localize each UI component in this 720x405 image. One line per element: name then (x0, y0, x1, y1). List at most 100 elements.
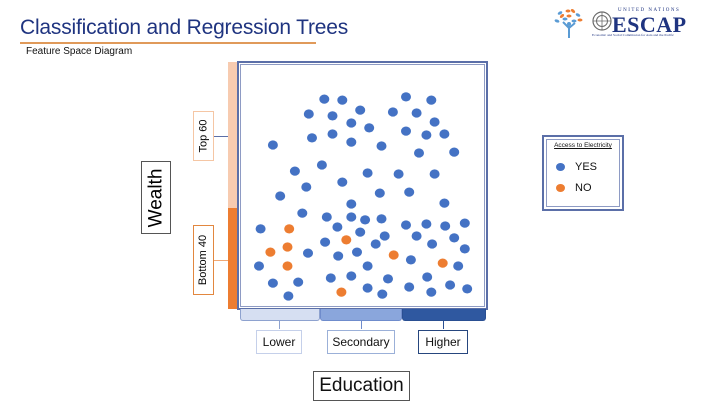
data-point-yes (449, 233, 460, 243)
data-point-yes (427, 239, 438, 249)
data-point-yes (401, 92, 411, 102)
bottom40-connector (214, 260, 228, 261)
data-point-yes (429, 169, 440, 179)
data-point-yes (426, 95, 437, 105)
data-point-yes (374, 188, 385, 198)
secondary-connector (361, 321, 362, 329)
data-point-yes (332, 222, 343, 232)
data-point-yes (440, 221, 451, 231)
data-point-yes (379, 231, 390, 241)
data-point-no (284, 224, 295, 234)
data-point-yes (449, 147, 460, 157)
no-dot-icon (556, 184, 565, 192)
data-point-yes (426, 287, 437, 297)
data-point-yes (346, 118, 357, 128)
data-point-yes (297, 208, 308, 218)
data-point-no (336, 287, 347, 297)
scatter-plot (254, 92, 473, 301)
education-axis-title: Education (313, 371, 410, 401)
un-emblem-icon (592, 11, 612, 31)
data-point-no (341, 235, 352, 245)
data-point-yes (362, 168, 373, 178)
data-point-yes (362, 261, 373, 271)
higher-connector (443, 321, 444, 329)
data-point-yes (404, 187, 415, 197)
data-point-yes (376, 214, 387, 224)
legend-item-yes: YES (556, 161, 597, 173)
data-point-no (437, 258, 448, 268)
data-point-yes (267, 278, 278, 288)
data-point-yes (387, 107, 398, 117)
lower-bar (240, 309, 320, 321)
data-point-yes (267, 140, 278, 150)
data-point-yes (459, 218, 470, 228)
data-point-no (282, 261, 293, 271)
higher-label: Higher (418, 330, 468, 354)
secondary-label: Secondary (327, 330, 395, 354)
data-point-yes (346, 271, 357, 281)
data-point-yes (346, 137, 357, 147)
data-point-yes (316, 160, 327, 170)
feature-space-frame (237, 61, 488, 310)
top60-label: Top 60 (193, 111, 214, 161)
data-point-yes (254, 261, 264, 271)
data-point-yes (352, 247, 362, 257)
data-point-yes (376, 141, 387, 151)
data-point-yes (439, 129, 450, 139)
data-point-yes (301, 182, 312, 192)
data-point-yes (327, 111, 338, 121)
lower-label: Lower (256, 330, 302, 354)
top60-bar (228, 62, 237, 208)
data-point-yes (411, 108, 422, 118)
legend-title: Access to Electricity (554, 142, 612, 149)
data-point-yes (255, 224, 266, 234)
data-point-yes (404, 282, 415, 292)
page-title: Classification and Regression Trees (20, 16, 348, 39)
data-point-yes (337, 177, 348, 187)
top60-connector (214, 136, 228, 137)
data-point-yes (445, 280, 456, 290)
yes-dot-icon (556, 163, 565, 171)
data-point-yes (393, 169, 404, 179)
data-point-yes (401, 126, 411, 136)
legend-label-yes: YES (575, 161, 598, 173)
tree-people-icon (554, 9, 583, 38)
data-point-yes (320, 237, 331, 247)
data-point-no (388, 250, 399, 260)
lower-connector (279, 321, 280, 329)
data-point-yes (325, 273, 336, 283)
legend-inner-border (546, 139, 620, 207)
data-point-no (282, 242, 293, 252)
data-point-yes (321, 212, 332, 222)
data-point-yes (333, 251, 344, 261)
title-underline (20, 42, 316, 44)
bottom40-label: Bottom 40 (193, 225, 214, 295)
data-point-yes (337, 95, 348, 105)
data-point-yes (459, 244, 470, 254)
data-point-yes (283, 291, 294, 301)
higher-bar (402, 309, 486, 321)
data-point-yes (362, 283, 373, 293)
data-point-yes (377, 289, 388, 299)
data-point-yes (346, 199, 357, 209)
data-point-yes (275, 191, 286, 201)
escap-full-name: Economic and Social Commission for Asia … (592, 33, 675, 37)
data-point-yes (289, 166, 300, 176)
data-point-yes (364, 123, 375, 133)
data-point-yes (327, 129, 338, 139)
data-point-yes (421, 130, 432, 140)
data-point-yes (401, 220, 411, 230)
data-point-yes (355, 227, 366, 237)
data-point-yes (303, 248, 313, 258)
data-point-yes (429, 117, 440, 127)
secondary-bar (320, 309, 402, 321)
wealth-axis-title: Wealth (141, 161, 171, 234)
data-point-yes (355, 105, 366, 115)
data-point-yes (453, 261, 464, 271)
data-point-yes (421, 219, 432, 229)
data-point-yes (414, 148, 424, 158)
data-point-yes (383, 274, 393, 284)
data-point-yes (422, 272, 433, 282)
un-text: UNITED NATIONS (618, 8, 681, 13)
legend: Access to Electricity YES NO (542, 135, 624, 211)
